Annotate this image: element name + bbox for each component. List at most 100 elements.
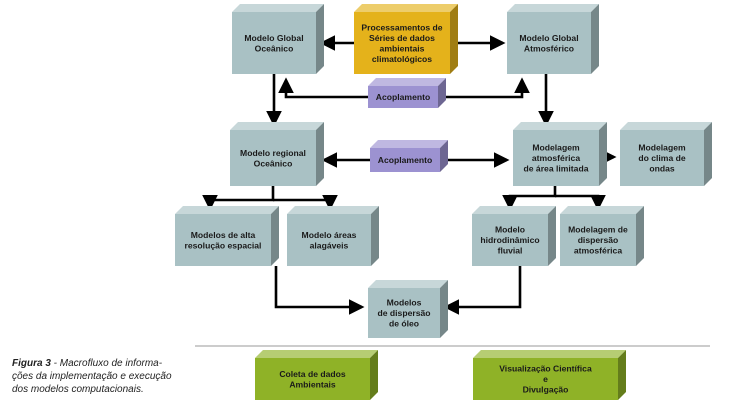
node-label-line: Divulgação <box>523 385 569 395</box>
node-label-line: Ambientais <box>289 379 336 389</box>
connector-arrow <box>274 266 365 315</box>
node-front-face <box>472 214 548 266</box>
connector-arrow <box>443 266 522 315</box>
node-label-line: fluvial <box>498 246 523 256</box>
node-label-line: de dispersão <box>377 308 430 318</box>
node-label-line: climatológicos <box>372 54 432 64</box>
node-label-line: Modelos de alta <box>191 230 256 240</box>
node-label-line: ondas <box>649 164 675 174</box>
node-side-face <box>371 206 379 266</box>
node-label-line: Modelos <box>387 298 422 308</box>
node-label-line: Modelagem <box>638 143 686 153</box>
node-label-line: e <box>543 374 548 384</box>
node-front-face <box>232 12 316 74</box>
node-side-face <box>618 350 626 400</box>
node-side-face <box>450 4 458 74</box>
node-label-line: de área limitada <box>524 164 589 174</box>
node-side-face <box>636 206 644 266</box>
node-side-face <box>316 122 324 186</box>
connector-arrow <box>202 186 275 211</box>
node-label-line: alagáveis <box>310 240 349 250</box>
node-side-face <box>704 122 712 186</box>
caption-label: Figura 3 <box>12 358 51 369</box>
node-acoplamento-top: Acoplamento <box>368 78 446 108</box>
node-label-line: ambientais <box>380 43 425 53</box>
node-front-face <box>175 214 271 266</box>
connector-arrow <box>438 77 530 99</box>
node-label-line: hidrodinâmico <box>480 235 539 245</box>
node-side-face <box>591 4 599 74</box>
node-top-face <box>368 280 448 288</box>
node-label-line: Oceânico <box>254 158 293 168</box>
node-label-line: de óleo <box>389 319 419 329</box>
node-side-face <box>599 122 607 186</box>
node-top-face <box>230 122 324 130</box>
node-label-line: resolução espacial <box>185 240 262 250</box>
node-side-face <box>316 4 324 74</box>
node-label-line: Modelagem <box>532 143 580 153</box>
node-front-face <box>370 148 440 172</box>
node-label-line: dispersão <box>578 235 619 245</box>
node-side-face <box>440 280 448 338</box>
node-front-face <box>620 130 704 186</box>
node-label-line: Modelagem de <box>568 225 628 235</box>
node-label-line: Processamentos de <box>361 22 442 32</box>
node-front-face <box>507 12 591 74</box>
connectors <box>202 35 617 315</box>
node-top-face <box>472 206 556 214</box>
node-label: Acoplamento <box>378 155 432 165</box>
node-label-line: Coleta de dados <box>279 369 346 379</box>
node-label-line: Séries de dados <box>369 33 435 43</box>
node-front-face <box>368 86 438 108</box>
node-front-face <box>354 12 450 74</box>
node-label-line: atmosférica <box>574 246 622 256</box>
node-label-line: Acoplamento <box>378 155 432 165</box>
node-label-line: Atmosférico <box>524 43 574 53</box>
caption-text: dos modelos computacionais. <box>12 384 144 395</box>
node-top-face <box>175 206 279 214</box>
node-top-face <box>255 350 378 358</box>
node-top-face <box>287 206 379 214</box>
node-label-line: Visualização Científica <box>499 364 592 374</box>
node-side-face <box>440 140 448 172</box>
node-top-face <box>507 4 599 12</box>
node-label-line: do clima de <box>638 153 685 163</box>
node-front-face <box>287 214 371 266</box>
node-label-line: Modelo Global <box>244 33 303 43</box>
node-label: Acoplamento <box>376 92 430 102</box>
connector-arrow <box>555 194 606 211</box>
caption-text: ções da implementação e execução <box>12 371 172 382</box>
node-top-face <box>232 4 324 12</box>
node-top-face <box>368 78 446 86</box>
node-top-face <box>513 122 607 130</box>
node-label-line: Modelo áreas <box>302 230 357 240</box>
node-top-face <box>620 122 712 130</box>
node-label-line: atmosférica <box>532 153 580 163</box>
node-label-line: Modelo <box>495 225 525 235</box>
